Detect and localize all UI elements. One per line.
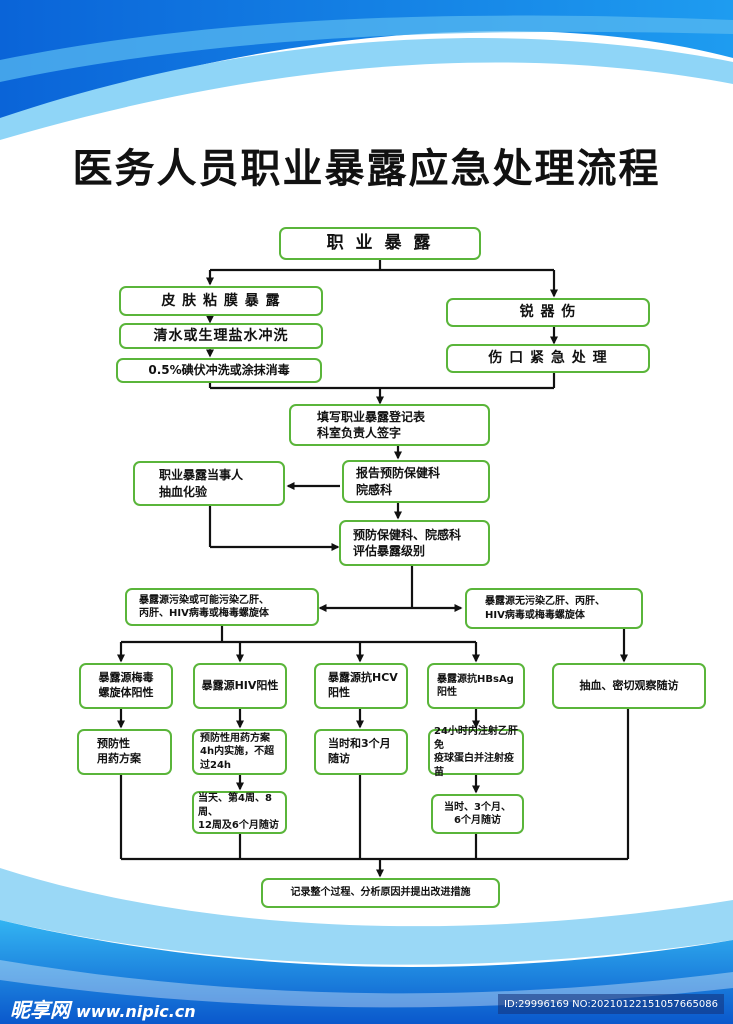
node-syphilis-positive: 暴露源梅毒 螺旋体阳性 [79,663,173,709]
bottom-wave-light [0,868,733,965]
node-report-department: 报告预防保健科 院感科 [342,460,490,503]
node-syphilis-prophylaxis: 预防性 用药方案 [77,729,172,775]
node-registration-form: 填写职业暴露登记表 科室负责人签字 [289,404,490,446]
node-water-rinse: 清水或生理盐水冲洗 [119,323,323,349]
node-source-contaminated: 暴露源污染或可能污染乙肝、 丙肝、HIV病毒或梅毒螺旋体 [125,588,319,626]
node-wound-emergency: 伤 口 紧 急 处 理 [446,344,650,373]
node-blood-test: 职业暴露当事人 抽血化验 [133,461,285,506]
watermark-site: www.nipic.cn [76,1002,196,1021]
top-wave-accent [0,15,733,83]
node-observe-followup: 抽血、密切观察随访 [552,663,706,709]
node-occupational-exposure: 职 业 暴 露 [279,227,481,260]
node-hbsag-followup: 当时、3个月、 6个月随访 [431,794,524,834]
node-hiv-prophylaxis: 预防性用药方案 4h内实施，不超 过24h [192,729,287,775]
node-assess-level: 预防保健科、院感科 评估暴露级别 [339,520,490,566]
node-hbsag-positive: 暴露源抗HBsAg 阳性 [427,663,525,709]
node-skin-mucosa-exposure: 皮 肤 粘 膜 暴 露 [119,286,323,316]
top-wave-light [0,38,733,140]
node-hiv-followup: 当天、第4周、8周、 12周及6个月随访 [192,791,287,834]
node-record-improve: 记录整个过程、分析原因并提出改进措施 [261,878,500,908]
page-title: 医务人员职业暴露应急处理流程 [72,146,661,192]
watermark-id: ID:29996169 NO:20210122151057665086 [498,994,724,1014]
node-iodophor-disinfection: 0.5%碘伏冲洗或涂抹消毒 [116,358,322,383]
node-hcv-followup: 当时和3个月 随访 [314,729,408,775]
node-source-clean: 暴露源无污染乙肝、丙肝、 HIV病毒或梅毒螺旋体 [465,588,643,629]
node-hcv-positive: 暴露源抗HCV 阳性 [314,663,408,709]
node-sharps-injury: 锐 器 伤 [446,298,650,327]
node-hiv-positive: 暴露源HIV阳性 [193,663,287,709]
node-hbsag-injection: 24小时内注射乙肝免 疫球蛋白并注射疫苗 [428,726,524,778]
